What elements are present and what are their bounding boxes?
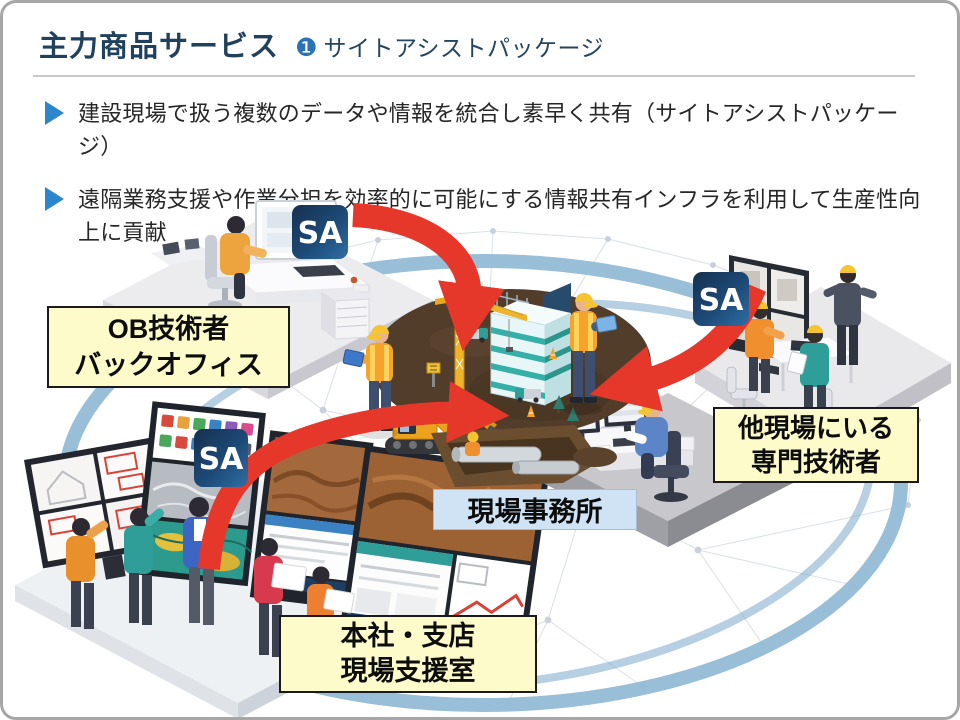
slide-header: 主力商品サービス ❶ サイトアシストパッケージ xyxy=(3,3,957,77)
bullet-list: 建設現場で扱う複数のデータや情報を統合し素早く共有（サイトアシストパッケージ） … xyxy=(45,97,925,249)
page-subtitle: サイトアシストパッケージ xyxy=(323,35,605,61)
label-back-office: OB技術者 バックオフィス xyxy=(47,306,290,388)
bullet-triangle-icon xyxy=(45,187,64,211)
bullet-triangle-icon xyxy=(45,101,64,125)
worker-figure xyxy=(342,325,398,439)
sa-logo-icon: SA xyxy=(693,272,749,326)
label-site-office: 現場事務所 xyxy=(433,489,637,530)
label-other-site: 他現場にいる 専門技術者 xyxy=(713,407,919,483)
bullet-text: 遠隔業務支援や作業分担を効率的に可能にする情報共有インフラを利用して生産性向上に… xyxy=(78,187,921,245)
bullet-item: 建設現場で扱う複数のデータや情報を統合し素早く共有（サイトアシストパッケージ） xyxy=(45,97,925,163)
arrow-backoffice-to-site xyxy=(352,203,505,352)
worker-figure xyxy=(563,293,618,415)
page-title: 主力商品サービス xyxy=(39,31,280,63)
number-one-badge-icon: ❶ xyxy=(295,34,318,62)
arrow-hq-to-site xyxy=(198,381,510,571)
svg-text:SA: SA xyxy=(199,442,245,477)
svg-text:SA: SA xyxy=(298,216,344,251)
bullet-item: 遠隔業務支援や作業分担を効率的に可能にする情報共有インフラを利用して生産性向上に… xyxy=(45,183,925,249)
bullet-text: 建設現場で扱う複数のデータや情報を統合し素早く共有（サイトアシストパッケージ） xyxy=(78,101,899,159)
sa-logo-icon: SA xyxy=(194,429,248,487)
title-divider xyxy=(33,75,915,77)
svg-text:SA: SA xyxy=(699,283,745,318)
sa-logo-icon: SA xyxy=(292,205,348,259)
label-headquarters: 本社・支店 現場支援室 xyxy=(279,615,537,693)
